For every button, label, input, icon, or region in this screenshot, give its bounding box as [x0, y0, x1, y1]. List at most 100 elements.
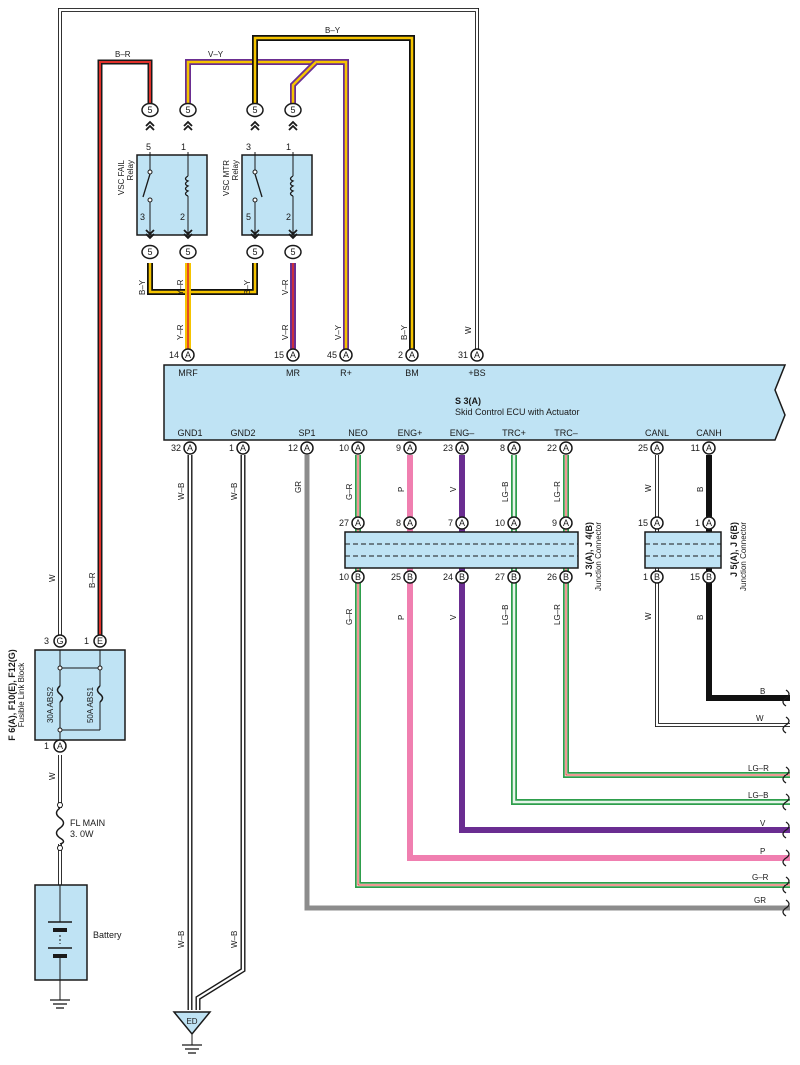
wire-gr	[304, 455, 790, 911]
junction2-top-pin-num: 1	[695, 518, 700, 528]
label-b-canh-top: B	[696, 487, 705, 492]
fusible-code: F 6(A), F10(E), F12(G)	[7, 649, 17, 741]
junction1-top-pin-num: 27	[339, 518, 349, 528]
ecu-bottom-pin-trc-conn: A	[511, 443, 517, 453]
ecu-top-pin-bs-conn: A	[474, 350, 480, 360]
relay-connector-label: 5	[290, 105, 295, 115]
fuse-abs2: 30A ABS2	[46, 686, 55, 723]
label-w-b-2: W–B	[230, 483, 239, 500]
wire-b-y-loop	[147, 263, 258, 295]
ecu-bottom-terminal: SP1	[298, 428, 315, 438]
label-v-r: V–R	[281, 279, 290, 295]
fusible-pin-a-num: 1	[44, 741, 49, 751]
bus-labels: B W LG–R LG–B V P G–R GR	[748, 687, 769, 905]
ecu-top-terminal: +BS	[468, 368, 485, 378]
ecu-name: Skid Control ECU with Actuator	[455, 407, 580, 417]
label-w-b-lower-1: W–B	[177, 931, 186, 948]
label-lg-b-top: LG–B	[501, 482, 510, 502]
ecu-top-pin-mr-num: 15	[274, 350, 284, 360]
label-b-y-top: B–Y	[325, 26, 341, 35]
fusible-pin-e: 1 E	[84, 634, 107, 648]
connector-arrow-icon	[183, 120, 193, 131]
label-b-y-right: B–Y	[243, 279, 252, 295]
mtr-pin-1: 1	[286, 142, 291, 152]
ecu-bottom-terminal: ENG+	[398, 428, 423, 438]
ecu-top-pin-r: 45 A	[327, 348, 353, 362]
label-g-r-top: G–R	[345, 483, 354, 500]
relay-connector-bottom: 5	[284, 229, 302, 260]
wire-w-b-gnd2	[195, 455, 246, 1010]
junction2-bottom-pin-conn: B	[654, 572, 660, 582]
bus-label-lg-r: LG–R	[748, 764, 769, 773]
wire-b-canh	[706, 455, 790, 701]
ecu-top-pin-r-num: 45	[327, 350, 337, 360]
label-w-canl-bottom: W	[644, 612, 653, 620]
connector-arrow-icon	[250, 120, 260, 131]
bus-label-b: B	[760, 687, 765, 696]
label-lg-r-top: LG–R	[553, 481, 562, 502]
ecu-bottom-pin-eng-conn: A	[407, 443, 413, 453]
relay-connector-label: 5	[252, 247, 257, 257]
fusible-pin-a-conn: A	[57, 741, 63, 751]
junction1-bottom-pin-conn: B	[563, 572, 569, 582]
fail-pin-3: 3	[140, 212, 145, 222]
junction1-top-pin-conn: A	[355, 518, 361, 528]
ecu-top-pin-mr-conn: A	[290, 350, 296, 360]
junction1-bottom-pin-conn: B	[355, 572, 361, 582]
fl-main-name: FL MAIN	[70, 818, 105, 828]
ecu-bottom-pin-sp1-num: 12	[288, 443, 298, 453]
ecu-code: S 3(A)	[455, 396, 481, 406]
label-w-b-1: W–B	[177, 483, 186, 500]
ecu-top-pin-r-conn: A	[343, 350, 349, 360]
junction2-top-pin-num: 15	[638, 518, 648, 528]
mtr-pin-2: 2	[286, 212, 291, 222]
label-b-canh-bottom: B	[696, 615, 705, 620]
relay-connector-label: 5	[290, 247, 295, 257]
fusible-pin-e-num: 1	[84, 636, 89, 646]
junction1-top-pin-num: 10	[495, 518, 505, 528]
relay-connector-label: 5	[252, 105, 257, 115]
skid-control-ecu: S 3(A) Skid Control ECU with Actuator	[163, 364, 787, 441]
label-w-left: W	[48, 574, 57, 582]
relay-connector-label: 5	[147, 247, 152, 257]
relay-connector-label: 5	[185, 105, 190, 115]
fl-main-fuse: FL MAIN 3. 0W	[55, 802, 105, 851]
label-w-battery: W	[48, 772, 57, 780]
ecu-bottom-terminal: NEO	[348, 428, 368, 438]
junction1-top-pin-num: 8	[396, 518, 401, 528]
relay-connector-bottom: 5	[246, 229, 264, 260]
junction1-top-pin-conn: A	[563, 518, 569, 528]
connector-arrow-icon	[250, 229, 260, 240]
wire-v-y	[185, 59, 349, 352]
connector-arrow-icon	[145, 120, 155, 131]
ecu-top-terminal: MR	[286, 368, 300, 378]
label-ecu-w: W	[464, 326, 473, 334]
junction2-bottom-pin-conn: B	[706, 572, 712, 582]
label-w-canl-top: W	[644, 484, 653, 492]
vsc-mtr-relay: 3 1 5 2 VSC MTR Relay	[222, 142, 313, 238]
label-v-bottom: V	[449, 614, 458, 620]
label-p-bottom: P	[397, 615, 406, 620]
fusible-pin-g: 3 G	[44, 634, 67, 648]
label-lg-r-bottom: LG–R	[553, 604, 562, 625]
fail-relay-type: Relay	[126, 160, 135, 180]
connector-arrow-icon	[183, 229, 193, 240]
label-b-r-top: B–R	[115, 50, 131, 59]
relay-connector-bottom: 5	[179, 229, 197, 260]
fl-main-rating: 3. 0W	[70, 829, 94, 839]
label-gr: GR	[294, 481, 303, 493]
bus-label-w: W	[756, 714, 764, 723]
